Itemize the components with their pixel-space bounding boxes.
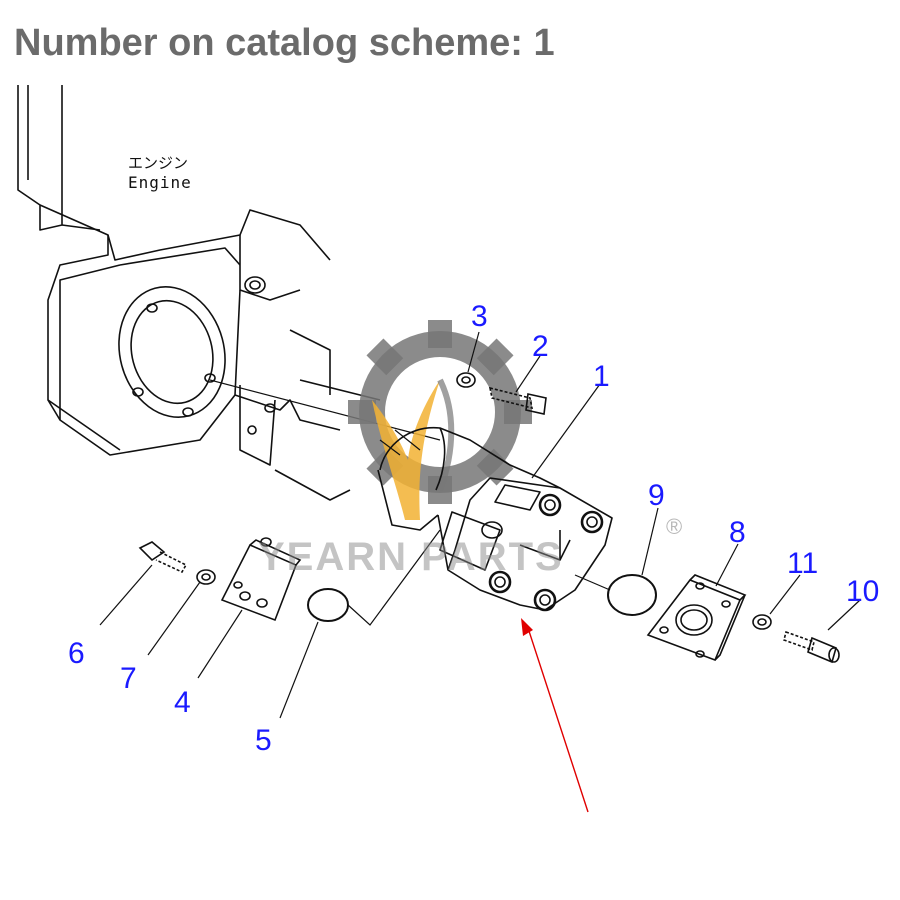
o-ring-5 (307, 588, 349, 622)
engine-label-jp: エンジン (128, 154, 188, 172)
assembly-line-5 (347, 529, 441, 626)
engine-label-en: Engine (128, 173, 192, 192)
bolt-6 (138, 541, 188, 574)
flange-8 (646, 574, 747, 662)
bolt-10 (783, 630, 840, 664)
callout-7: 7 (120, 662, 137, 695)
callout-8: 8 (729, 516, 746, 549)
watermark-logo (348, 320, 532, 520)
callout-4: 4 (174, 686, 191, 719)
washer-3 (456, 372, 476, 388)
red-pointer-arrow (521, 618, 589, 813)
engine-housing (17, 85, 441, 501)
assembly-line-9 (574, 574, 611, 591)
o-ring-9 (607, 574, 657, 616)
callout-6: 6 (68, 637, 85, 670)
watermark-registered-mark: ® (666, 514, 682, 539)
callout-9: 9 (648, 479, 665, 512)
page-title: Number on catalog scheme: 1 (14, 22, 555, 64)
callout-5: 5 (255, 724, 272, 757)
bolt-2 (488, 386, 547, 415)
hydraulic-pump (377, 426, 613, 612)
callout-11: 11 (787, 547, 818, 580)
callout-10: 10 (846, 575, 879, 608)
callout-2: 2 (532, 330, 549, 363)
callout-3: 3 (471, 300, 488, 333)
callout-1: 1 (593, 360, 610, 393)
watermark-text: YEARN PARTS (258, 535, 564, 579)
washer-7 (196, 569, 216, 585)
washer-11 (752, 614, 772, 630)
plate-4 (220, 537, 302, 622)
leader-lines (99, 331, 861, 719)
